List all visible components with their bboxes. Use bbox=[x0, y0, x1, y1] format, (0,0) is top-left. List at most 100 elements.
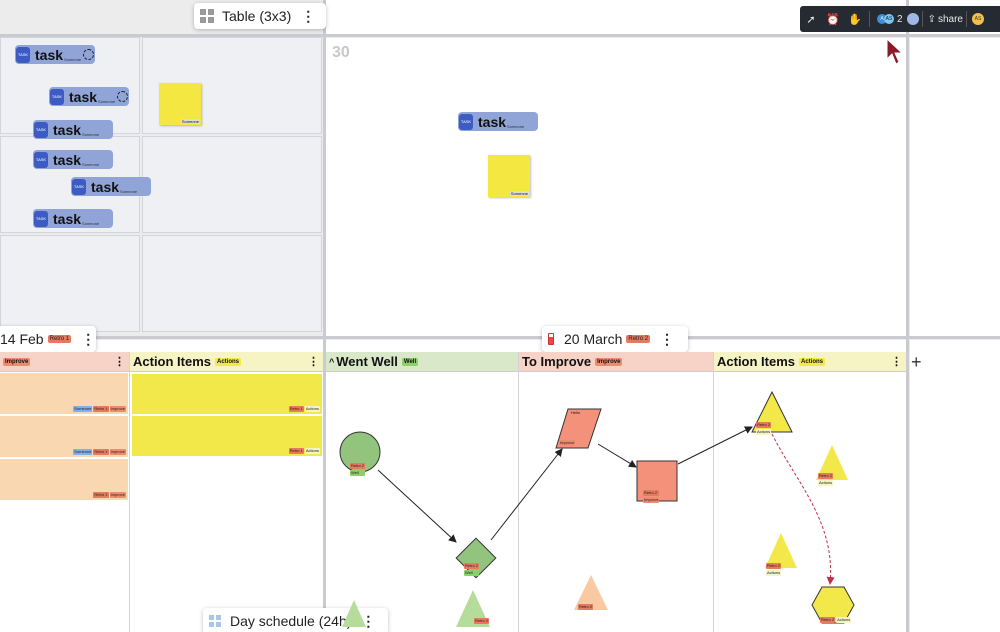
chip-retro: Retro 2 bbox=[464, 563, 480, 569]
task-assignee: Someone bbox=[98, 99, 116, 104]
sticky-note[interactable]: Someone bbox=[488, 155, 530, 197]
retro2-col-went-well-header[interactable]: ^ Went Well Well bbox=[326, 352, 518, 372]
sticky-note[interactable]: Someone bbox=[159, 83, 201, 125]
task-card[interactable]: TASK task Someone bbox=[49, 87, 129, 106]
card-chips: Someone Retro 1 Improve bbox=[73, 449, 126, 455]
status-circle-icon[interactable] bbox=[117, 91, 129, 102]
user-icon[interactable] bbox=[906, 13, 919, 25]
task-assignee: Someone bbox=[507, 124, 525, 129]
column-divider bbox=[129, 352, 130, 632]
parallelogram-shape bbox=[555, 408, 602, 449]
task-icon: TASK bbox=[34, 210, 48, 227]
task-card[interactable]: TASK task Someone bbox=[33, 209, 113, 228]
chip-retro: Retro 1 bbox=[288, 448, 304, 454]
task-assignee: Someone bbox=[82, 221, 100, 226]
task-label: task bbox=[91, 178, 120, 195]
chip-retro: Retro 1 bbox=[288, 406, 304, 412]
frame-badge: Retro 1 bbox=[47, 335, 72, 343]
avatar[interactable]: A bbox=[877, 14, 887, 24]
column-menu-icon[interactable]: ⋮ bbox=[114, 356, 125, 368]
pointer-icon[interactable]: ➚ bbox=[806, 13, 816, 26]
sticky-tag: Someone bbox=[180, 119, 200, 124]
frame-menu-icon[interactable]: ⋮ bbox=[361, 612, 375, 629]
retro-card[interactable]: Someone Retro 1 Improve bbox=[0, 416, 128, 458]
table-cell-3-1 bbox=[0, 235, 140, 332]
chip-column: Actions bbox=[818, 480, 834, 486]
share-button[interactable]: share bbox=[937, 13, 963, 25]
task-assignee: Someone bbox=[82, 132, 100, 137]
task-assignee: Someone bbox=[120, 189, 138, 194]
users-count: 2 bbox=[897, 13, 903, 25]
frame-menu-icon[interactable]: ⋮ bbox=[81, 330, 95, 347]
task-card[interactable]: TASK task Someone bbox=[33, 150, 113, 169]
chip-retro: Retro 1 bbox=[93, 492, 109, 498]
column-menu-icon[interactable]: ⋮ bbox=[308, 356, 319, 368]
frame-menu-icon[interactable]: ⋮ bbox=[301, 7, 315, 24]
collapse-caret-icon[interactable]: ^ bbox=[329, 356, 335, 367]
shape-chips: Retro 2 Actions bbox=[820, 617, 852, 623]
retro-card[interactable]: Someone Retro 1 Improve bbox=[0, 373, 128, 415]
column-tag: Well bbox=[401, 357, 419, 366]
retro2-col-actions-header[interactable]: Action Items Actions ⋮ bbox=[714, 352, 906, 372]
day-number: 30 bbox=[332, 44, 350, 61]
frame-title: Day schedule (24h) bbox=[230, 613, 352, 629]
toolbar-divider bbox=[921, 11, 923, 27]
chip-column: Actions bbox=[836, 617, 852, 623]
chip-column: Improve bbox=[109, 492, 126, 498]
column-divider bbox=[713, 352, 714, 632]
task-label: task bbox=[69, 88, 98, 105]
card-chips: Retro 1 Actions bbox=[288, 448, 320, 454]
retro-card[interactable]: Retro 1 Improve bbox=[0, 459, 128, 501]
retro1-col-improve-header[interactable]: Improve ⋮ bbox=[0, 352, 129, 372]
chip-column: Improve bbox=[559, 440, 576, 446]
task-icon: TASK bbox=[34, 121, 48, 138]
chip-column: Well bbox=[350, 470, 366, 476]
chip-retro: Retro 2 bbox=[820, 617, 836, 623]
table-cell-3-2 bbox=[142, 235, 322, 332]
retro2-board bbox=[326, 340, 906, 632]
task-card[interactable]: TASK task Someone bbox=[71, 177, 151, 196]
task-card[interactable]: TASK task Someone bbox=[458, 112, 538, 131]
hand-icon[interactable]: ✋ bbox=[848, 13, 862, 26]
task-label: task bbox=[53, 151, 82, 168]
card-chips: Retro 1 Actions bbox=[288, 406, 320, 412]
task-label: task bbox=[53, 210, 82, 227]
chip-retro: Retro 2 bbox=[578, 604, 594, 610]
frame-menu-icon[interactable]: ⋮ bbox=[660, 330, 674, 347]
shape-chips: Retro 2 Actions bbox=[818, 473, 834, 486]
column-title: Action Items bbox=[133, 354, 212, 369]
bottom-right-area bbox=[910, 340, 1000, 632]
chip-column: Actions bbox=[766, 570, 782, 576]
frame-tab-march[interactable]: 20 March Retro 2 ⋮ bbox=[542, 326, 688, 352]
shape-chips: Retro 2 Actions bbox=[766, 563, 782, 576]
sticky-tag: Someone bbox=[509, 191, 529, 196]
grid-line bbox=[323, 0, 326, 632]
action-card[interactable]: Retro 1 Actions bbox=[132, 374, 322, 415]
status-circle-icon[interactable] bbox=[83, 49, 95, 60]
column-tag: Actions bbox=[215, 357, 242, 366]
column-tag: Actions bbox=[799, 357, 826, 366]
task-label: task bbox=[478, 113, 507, 130]
timer-icon[interactable]: ⏰ bbox=[826, 13, 840, 26]
avatar[interactable]: AS bbox=[971, 13, 984, 25]
frame-title: Table (3x3) bbox=[222, 8, 292, 24]
share-icon[interactable]: ⇪ bbox=[927, 13, 936, 25]
frame-badge: Retro 2 bbox=[626, 335, 651, 343]
column-menu-icon[interactable]: ⋮ bbox=[891, 356, 902, 368]
add-column-button[interactable]: + bbox=[911, 352, 922, 372]
task-label: task bbox=[35, 46, 64, 63]
frame-tab-feb[interactable]: 14 Feb Retro 1 ⋮ bbox=[0, 326, 96, 352]
retro2-col-improve-header[interactable]: To Improve Improve bbox=[519, 352, 713, 372]
shape-chips: Retro 2 bbox=[474, 618, 490, 624]
task-card[interactable]: TASK task Someone bbox=[15, 45, 95, 64]
action-card[interactable]: Retro 1 Actions bbox=[132, 416, 322, 457]
frame-tab-table[interactable]: Table (3x3) ⋮ bbox=[194, 3, 326, 29]
connector-arrow bbox=[597, 443, 637, 468]
task-card[interactable]: TASK task Someone bbox=[33, 120, 113, 139]
shape-chips: Retro 2 Actions bbox=[756, 422, 772, 435]
grid-line bbox=[0, 336, 1000, 339]
avatar[interactable]: AS bbox=[884, 14, 894, 24]
retro1-col-actions-header[interactable]: Action Items Actions ⋮ bbox=[130, 352, 323, 372]
shape-chips: Retro 2 bbox=[578, 604, 594, 610]
chip-column: Actions bbox=[304, 406, 320, 412]
